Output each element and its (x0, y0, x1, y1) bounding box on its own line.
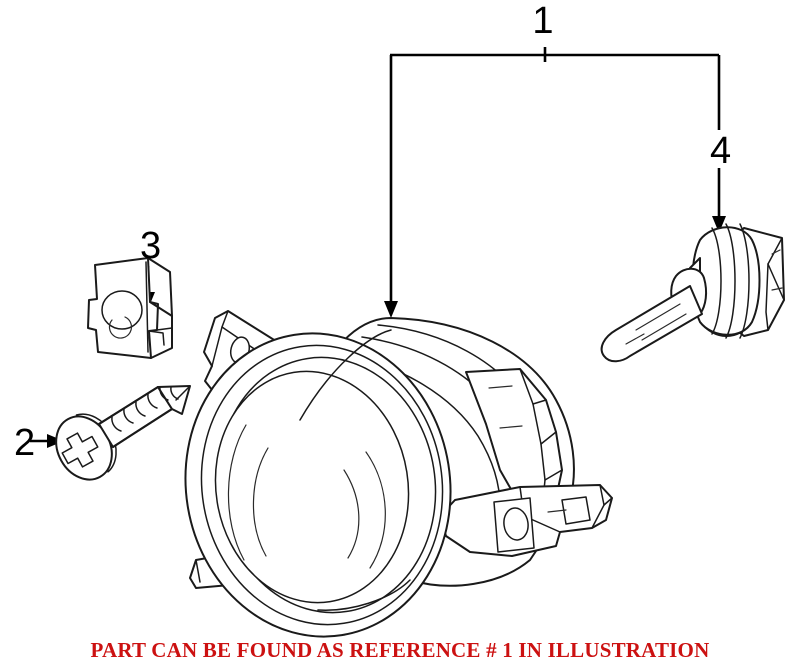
callout-label-2: 2 (14, 422, 35, 464)
callout-label-1: 1 (532, 0, 553, 42)
callout-1-leader (384, 47, 721, 318)
callout-label-4: 4 (710, 130, 731, 172)
part-halogen-bulb (600, 223, 785, 363)
part-screw (55, 385, 191, 481)
callout-label-3: 3 (140, 225, 161, 267)
part-clip-nut (87, 257, 173, 359)
callout-4-leader (712, 168, 726, 233)
reference-caption: PART CAN BE FOUND AS REFERENCE # 1 IN IL… (91, 638, 710, 662)
part-fog-lamp-assembly (184, 310, 613, 638)
